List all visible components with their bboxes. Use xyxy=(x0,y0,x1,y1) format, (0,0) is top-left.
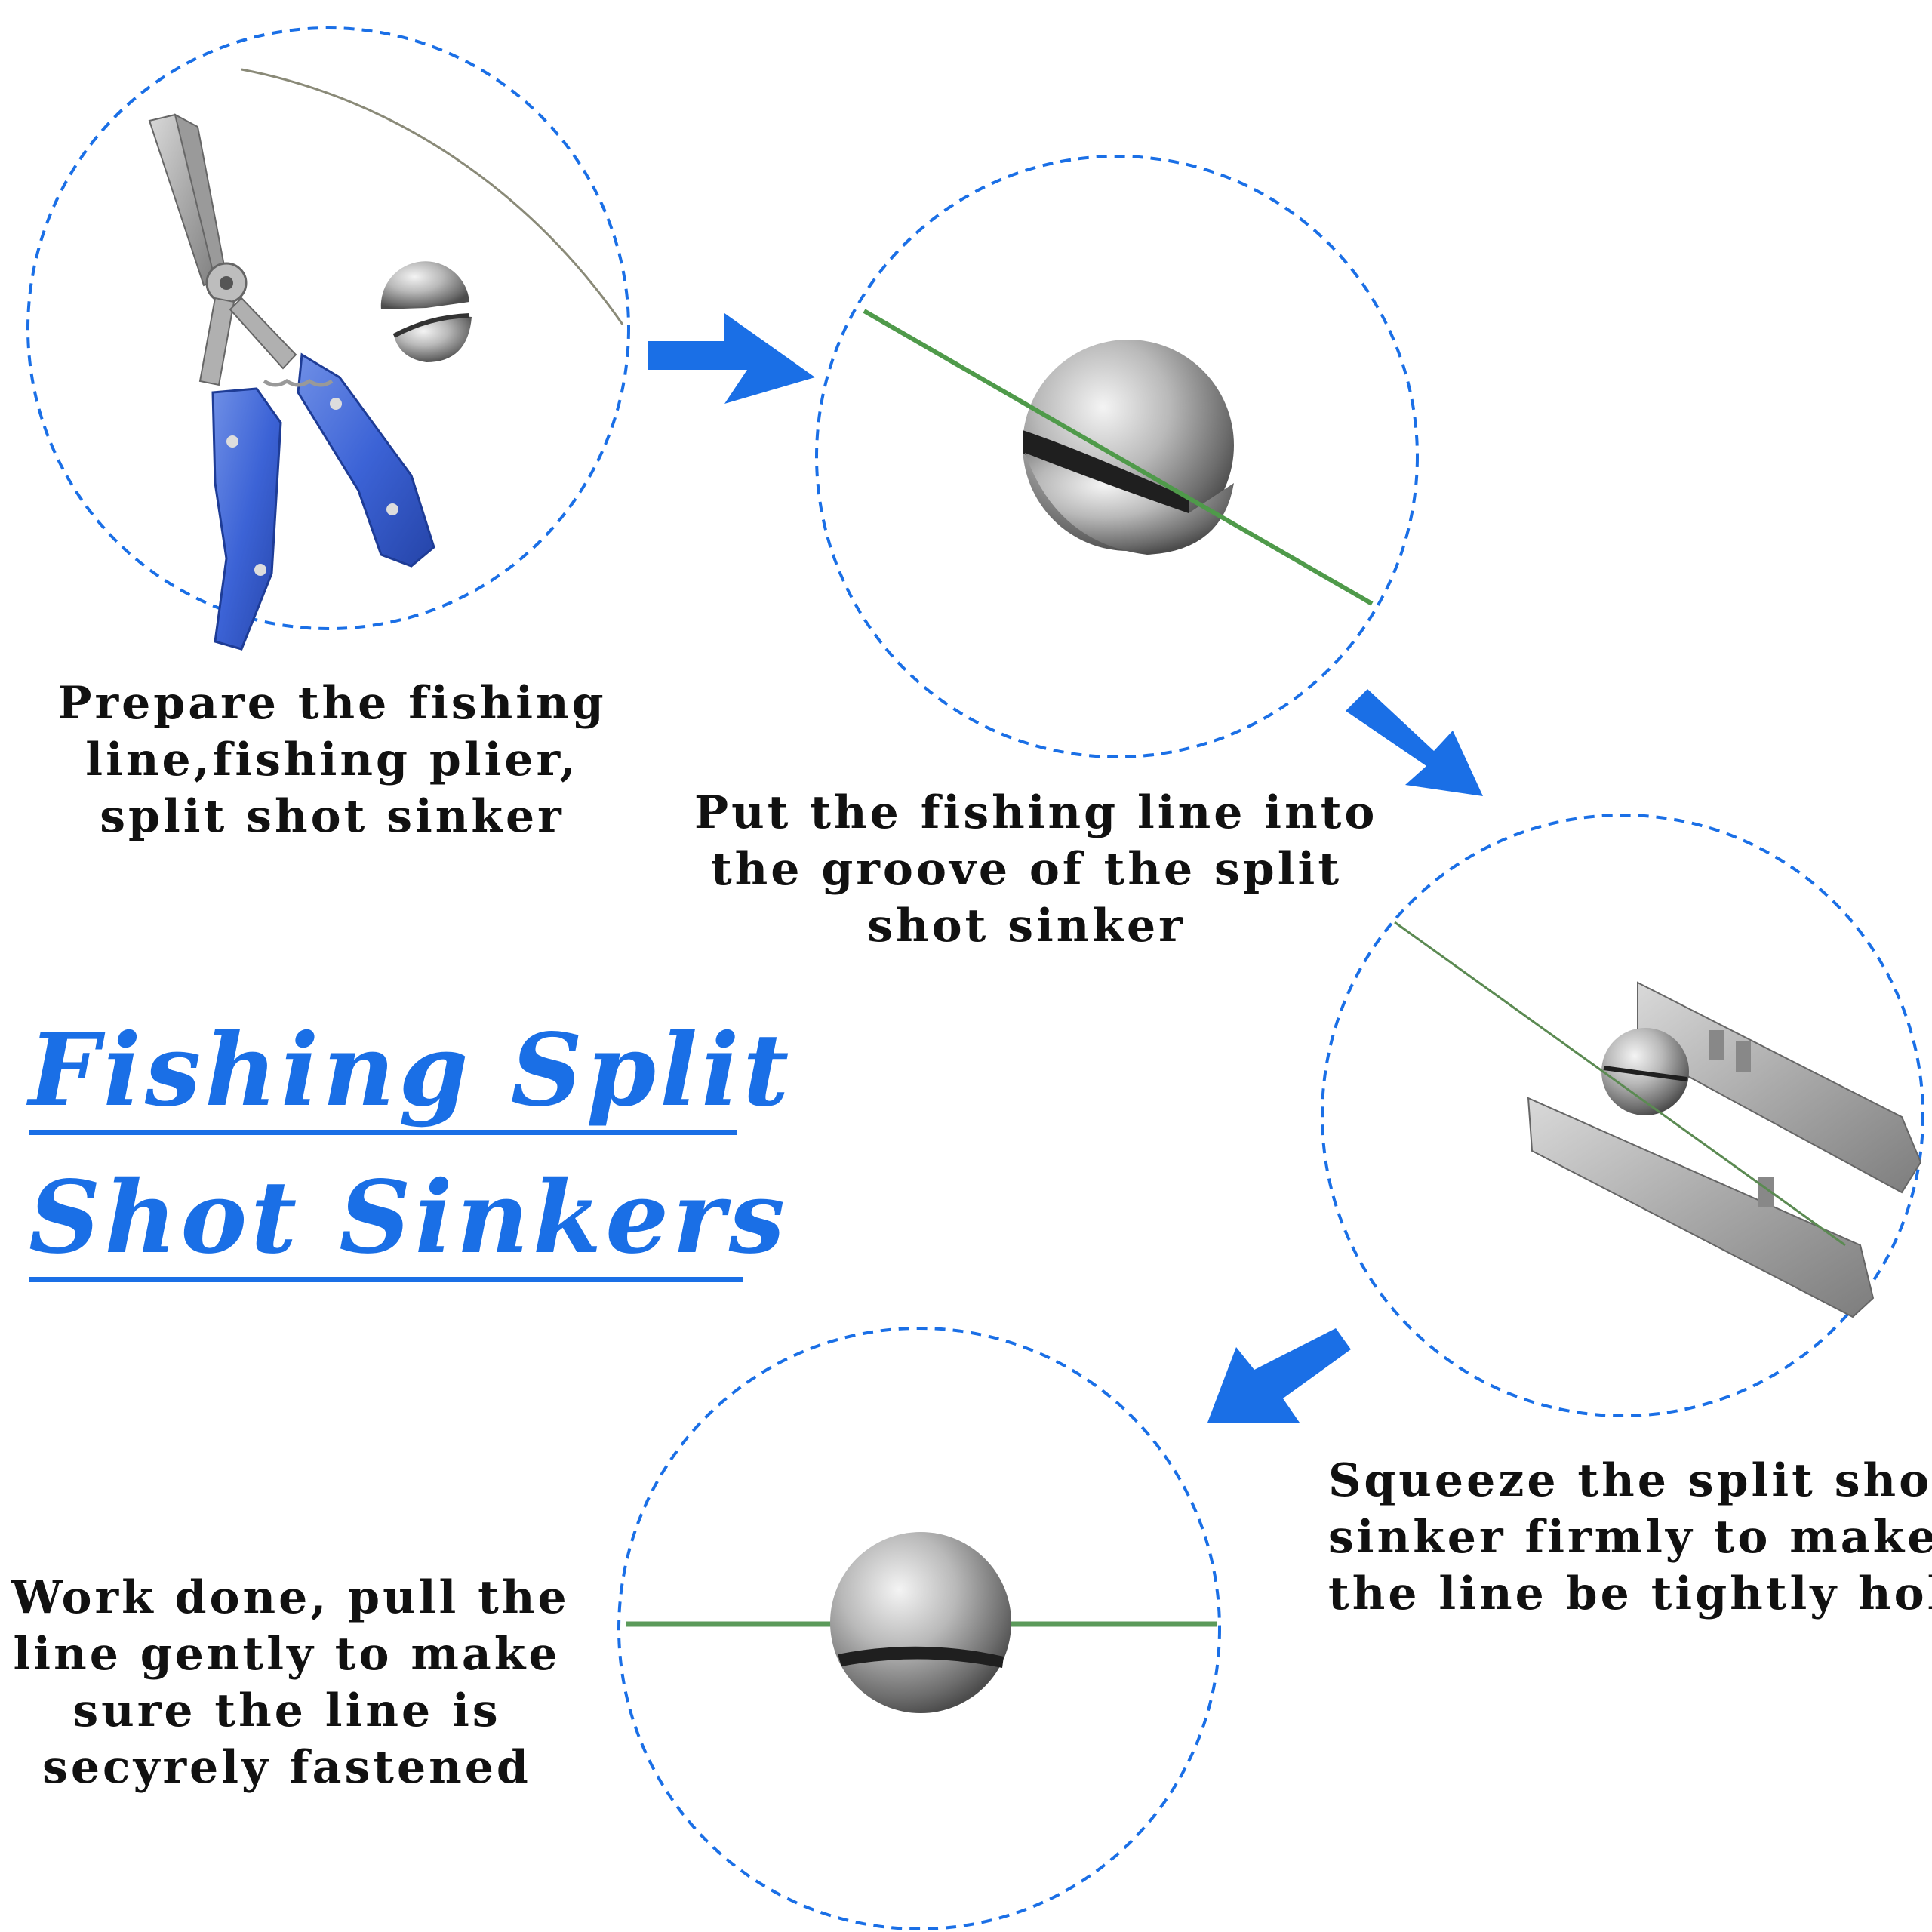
fishing-line xyxy=(241,68,624,325)
title-line-2: Shot Sinkers xyxy=(29,1162,785,1282)
arrow-right-icon xyxy=(648,313,815,404)
step-4-caption: Work done, pull the line gently to make … xyxy=(11,1571,570,1794)
fishing-line xyxy=(863,309,1374,606)
arrow-down-right-icon xyxy=(1346,689,1483,796)
step-3-circle xyxy=(1321,814,1924,1417)
pliers-icon xyxy=(148,113,435,651)
step-2-circle xyxy=(815,155,1419,758)
sinker-icon xyxy=(830,1532,1011,1713)
step-2-caption: Put the fishing line into the groove of … xyxy=(694,786,1378,952)
title-line-1: Fishing Split xyxy=(29,1015,789,1135)
arrow-down-left-icon xyxy=(1208,1328,1351,1423)
sinker-icon xyxy=(380,261,472,362)
step-1-caption: Prepare the fishing line,fishing plier, … xyxy=(57,677,607,843)
step-1-circle xyxy=(26,26,630,651)
page-title: Fishing Split Shot Sinkers xyxy=(29,1015,789,1282)
pliers-jaw-icon xyxy=(1527,981,1922,1318)
fishing-line xyxy=(1394,921,1846,1247)
step-3-caption: Squeeze the split shot sinker firmly to … xyxy=(1328,1454,1932,1620)
step-4-circle xyxy=(617,1327,1221,1930)
